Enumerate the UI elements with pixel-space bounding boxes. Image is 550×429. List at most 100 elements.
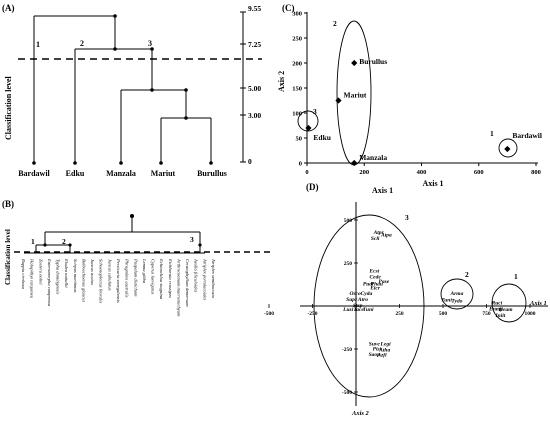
x-tick-label: 1000 (525, 311, 536, 317)
species-code: Tuni (441, 298, 452, 304)
panel-d-axis2-end: Axis 2 (351, 410, 370, 417)
species-label: Ceratophyllum demersum (185, 259, 190, 307)
x-tick-label: 750 (482, 311, 491, 317)
panel-d: (D) Axis 1 Axis 1 Axis 2 -500 -250 250 500 7… (262, 180, 550, 424)
panel-a-nodes (32, 14, 213, 165)
panel-a-leaf-edku: Edku (66, 169, 85, 178)
species-label: Phragmites australis (125, 258, 130, 298)
species-label: Bolboschoenus glaucus (82, 259, 87, 302)
panel-a-label: (A) (2, 3, 15, 13)
scatter-point (351, 159, 358, 167)
species-code: Eicr (369, 286, 381, 292)
panel-d-group-2: 2 (465, 270, 469, 279)
panel-d-ordination: (D) Axis 1 Axis 1 Axis 2 -500 -250 250 500 7… (264, 182, 548, 417)
y-tick-label: -500 (342, 390, 352, 396)
scatter-point (335, 97, 342, 104)
species-code: Pudi (363, 281, 374, 287)
species-code: Tace (353, 307, 364, 313)
panel-c-group-3-circle (297, 110, 319, 132)
species-label: Eichhornia crassipes (168, 258, 173, 298)
species-code: Supr (346, 297, 358, 303)
species-code: Atro (357, 297, 368, 303)
species-code: Osco (349, 291, 361, 297)
panel-c-label: (C) (282, 3, 295, 13)
panel-c-group-1: 1 (490, 129, 494, 138)
species-code: Pisi (373, 347, 382, 353)
panel-a-leaf-bardawil: Bardawil (18, 169, 50, 178)
point-label: Edku (313, 133, 331, 142)
x-tick-label: 500 (439, 311, 448, 317)
species-code: Arma (449, 291, 463, 297)
species-label: Atriplex portulacoides (202, 258, 207, 300)
x-tick-label: 0 (305, 169, 308, 176)
x-tick-label: 800 (531, 169, 541, 176)
panel-a-tick-3-00: 3.00 (248, 111, 261, 120)
y-tick-label: 100 (292, 111, 302, 118)
species-code: Azfi (377, 353, 388, 359)
y-tick-label: 250 (344, 261, 353, 267)
panel-b-ylabel: Classification level (4, 229, 12, 285)
panel-b-cluster-3: 3 (190, 235, 194, 244)
species-label: Paspalum distichum (133, 258, 138, 297)
panel-c-ylabel: Axis 2 (278, 71, 286, 92)
y-tick-label: -250 (342, 347, 352, 353)
panel-b: (B) Classification level 1 2 3 Ruppia ci… (0, 195, 275, 424)
panel-a-tick-9-55: 9.55 (248, 4, 261, 13)
panel-c-group-2: 2 (333, 19, 337, 28)
panel-d-group-1: 1 (514, 272, 518, 281)
panel-d-axis1-end: Axis 1 (529, 300, 547, 307)
panel-a-cluster-1: 1 (36, 40, 40, 49)
panel-b-dendrogram: (B) Classification level 1 2 3 Ruppia ci… (2, 199, 272, 317)
species-label: Lemna gibba (142, 258, 147, 284)
y-tick-label: 300 (292, 11, 302, 18)
panel-a-tree (33, 11, 246, 163)
panel-c-xlabel: Axis 1 (422, 179, 443, 188)
panel-a-tick-0: 0 (248, 157, 252, 166)
species-code: Phau (371, 281, 383, 287)
panel-d-group-1-ellipse (491, 283, 527, 323)
species-label: Zostera noltei (38, 259, 43, 285)
species-code: Heam (498, 307, 513, 313)
panel-d-axis1-title: Axis 1 (372, 186, 393, 195)
scatter-point (305, 124, 312, 132)
y-tick-label: 0 (299, 161, 302, 168)
panel-a: (A) Classification level (0, 0, 270, 190)
x-tick-label: -500 (264, 311, 274, 317)
species-label: Scirpus maritimus (73, 259, 78, 293)
species-label: Ruppia cirrhosa (21, 258, 26, 290)
species-label: Elodea nuttallii (64, 258, 69, 288)
panel-a-dendrogram: (A) Classification level (2, 3, 262, 178)
x-tick-label: 200 (359, 169, 369, 176)
panel-d-label: (D) (306, 182, 319, 192)
species-code: Iniit (495, 313, 506, 319)
species-label: Typha domingensis (56, 259, 61, 294)
species-label: Juncus subulatus (107, 259, 112, 291)
panel-d-group-2-ellipse (440, 278, 474, 310)
panel-a-cluster-3: 3 (148, 39, 152, 48)
y-tick-label: 250 (292, 36, 302, 43)
x-tick-label: 250 (395, 311, 404, 317)
panel-b-tree (24, 216, 205, 254)
panel-a-leaf-mariut: Mariut (151, 169, 176, 178)
species-label: Enteromorpha compressa (47, 258, 52, 307)
species-code: Stsp (353, 303, 363, 309)
y-tick-label: 150 (292, 86, 302, 93)
species-label: Azolla filiculoides (194, 258, 199, 293)
panel-b-cluster-2: 2 (62, 237, 66, 246)
species-label: Echinochloa stagnina (159, 258, 164, 300)
panel-a-ylabel: Classification level (4, 75, 13, 140)
x-tick-label: -250 (307, 311, 317, 317)
species-label: Persicaria senegalensis (116, 258, 121, 303)
point-label: Burullus (359, 57, 387, 66)
x-tick-label: 400 (417, 169, 427, 176)
panel-d-species-labels: AtprAtpaScliEcstCedePasePudiPhauEicrOsco… (342, 230, 513, 359)
species-label: Atriplex semibaccata (211, 258, 216, 299)
y-tick-label: 50 (296, 136, 303, 143)
x-tick-label: 600 (474, 169, 484, 176)
panel-a-leaf-manzala: Manzala (106, 169, 136, 178)
species-code: Atpa (380, 232, 392, 238)
